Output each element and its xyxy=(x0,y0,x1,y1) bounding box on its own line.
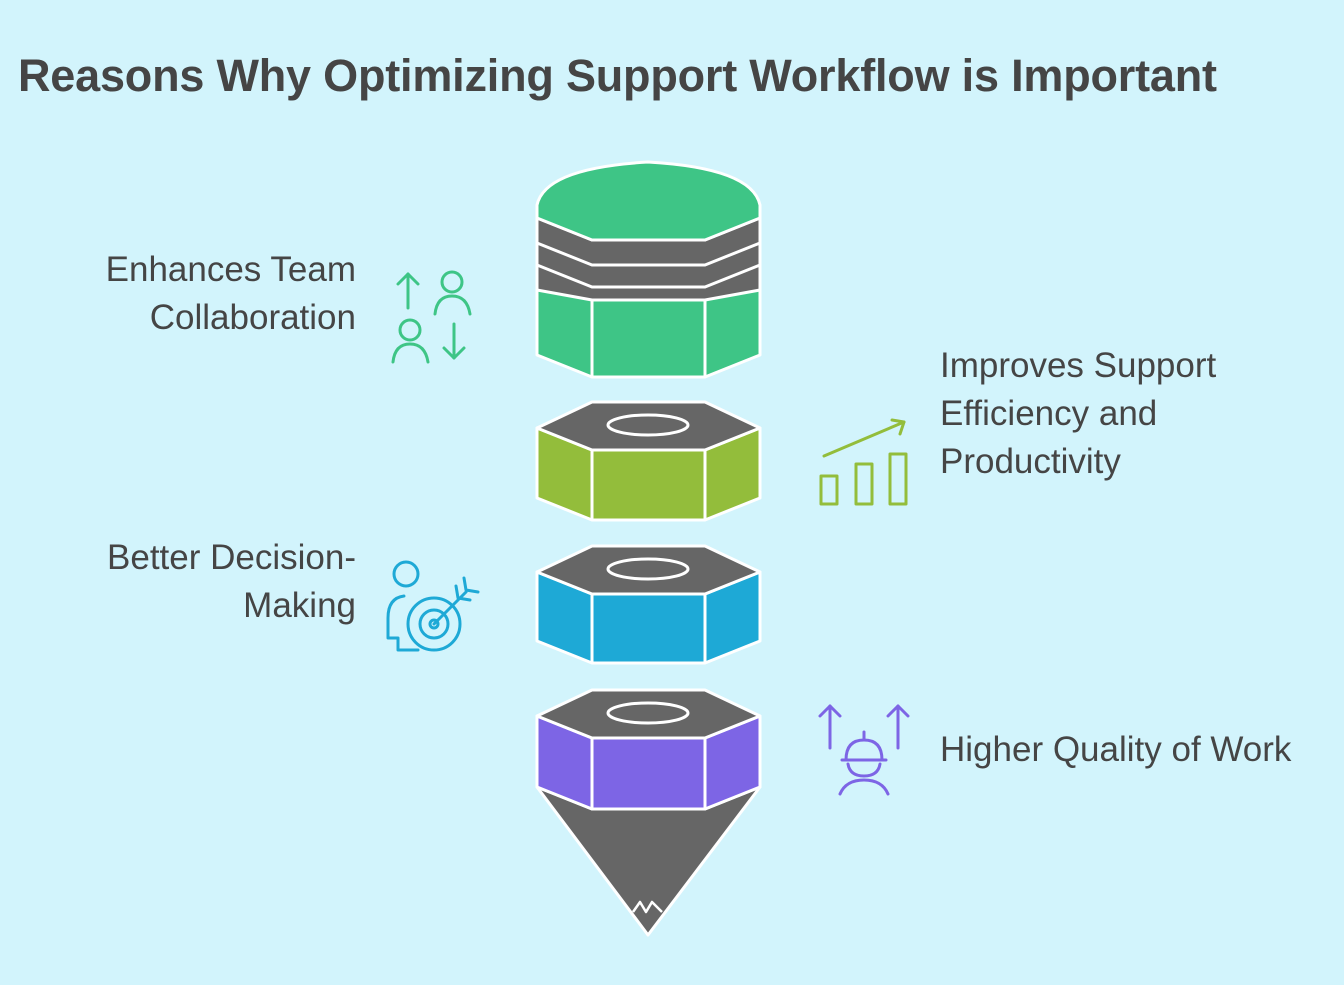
label-quality-of-work: Higher Quality of Work xyxy=(940,730,1292,769)
target-person-icon xyxy=(386,560,480,652)
segment-quality xyxy=(535,688,762,937)
segment-collaboration xyxy=(535,160,762,379)
label-team-collaboration: Enhances Team Collaboration xyxy=(105,250,356,337)
segment-efficiency xyxy=(535,400,762,522)
label-decision-making: Better Decision- Making xyxy=(107,538,356,625)
page-title: Reasons Why Optimizing Support Workflow … xyxy=(18,50,1217,101)
segment-decision xyxy=(535,544,762,665)
label-support-efficiency: Improves Support Efficiency and Producti… xyxy=(940,346,1217,481)
collaboration-swap-icon xyxy=(391,270,472,364)
growth-chart-icon xyxy=(819,418,908,506)
worker-upgrade-icon xyxy=(818,704,910,796)
